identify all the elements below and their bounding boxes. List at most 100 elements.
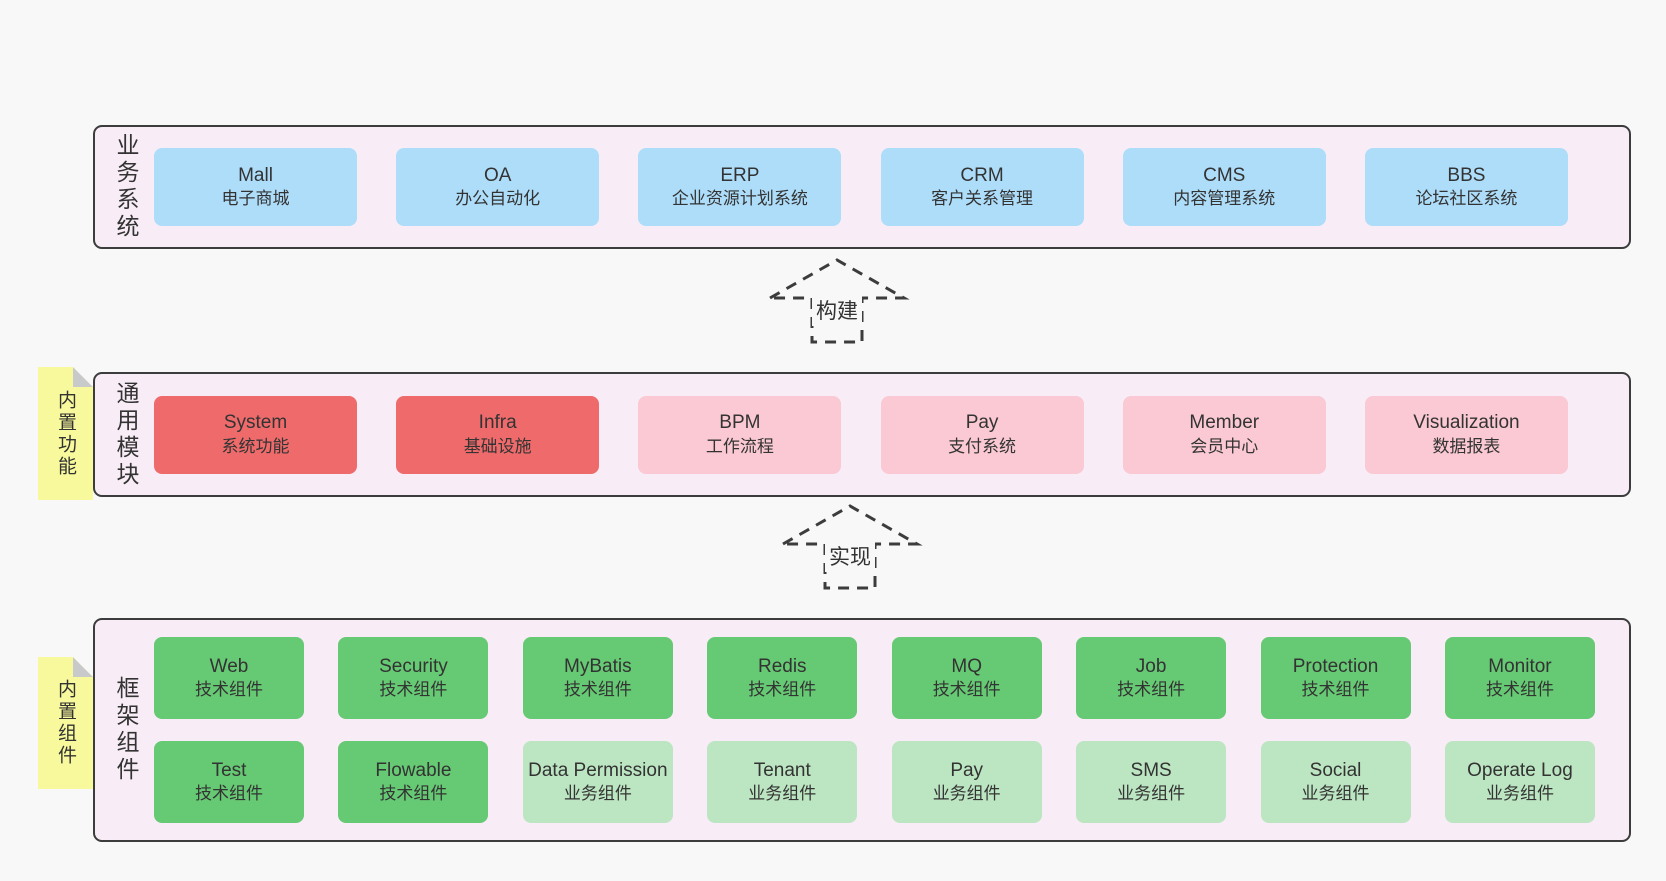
box-protection: Protection 技术组件 [1260, 637, 1411, 719]
box-visualization: Visualization 数据报表 [1364, 395, 1568, 474]
built-in-features-note: 内置功能 [38, 367, 93, 500]
box-title: BBS [1447, 164, 1486, 186]
common-modules-band: 通用模块 System 系统功能 Infra 基础设施 BPM 工作流程 Pay… [93, 372, 1631, 497]
box-subtitle: 业务组件 [1301, 784, 1370, 804]
box-subtitle: 电子商城 [221, 189, 290, 209]
business-systems-band: 业务系统 Mall 电子商城 OA 办公自动化 ERP 企业资源计划系统 CRM… [93, 125, 1631, 249]
box-title: MQ [951, 655, 982, 677]
box-subtitle: 论坛社区系统 [1415, 189, 1518, 209]
box-title: CMS [1203, 164, 1246, 186]
box-title: Data Permission [528, 759, 668, 781]
box-test: Test 技术组件 [154, 741, 304, 823]
box-subtitle: 技术组件 [932, 680, 1001, 700]
box-title: SMS [1130, 759, 1172, 781]
box-redis: Redis 技术组件 [707, 637, 858, 719]
box-erp: ERP 企业资源计划系统 [638, 148, 842, 226]
box-subtitle: 客户关系管理 [931, 189, 1034, 209]
box-subtitle: 数据报表 [1432, 436, 1501, 456]
box-subtitle: 技术组件 [195, 680, 263, 700]
box-subtitle: 内容管理系统 [1173, 189, 1276, 209]
box-flowable: Flowable 技术组件 [338, 741, 489, 823]
box-subtitle: 业务组件 [748, 784, 817, 804]
box-subtitle: 支付系统 [948, 436, 1017, 456]
build-arrow-label: 构建 [812, 294, 862, 326]
note-fold-corner-icon [73, 657, 93, 677]
box-subtitle: 技术组件 [563, 680, 632, 700]
built-in-components-note: 内置组件 [38, 657, 93, 789]
framework-row-1: Web 技术组件 Security 技术组件 MyBatis 技术组件 Redi… [154, 637, 1595, 719]
box-data-permission: Data Permission 业务组件 [522, 741, 673, 823]
box-cms: CMS 内容管理系统 [1122, 148, 1326, 226]
business-systems-boxes: Mall 电子商城 OA 办公自动化 ERP 企业资源计划系统 CRM 客户关系… [154, 127, 1568, 247]
box-subtitle: 办公自动化 [455, 189, 541, 209]
box-monitor: Monitor 技术组件 [1444, 637, 1595, 719]
note-text: 内置组件 [55, 679, 76, 767]
box-title: Web [209, 655, 249, 677]
box-title: Protection [1292, 655, 1379, 677]
box-title: Visualization [1413, 412, 1520, 434]
box-subtitle: 会员中心 [1190, 436, 1259, 456]
box-tenant: Tenant 业务组件 [707, 741, 858, 823]
box-subtitle: 技术组件 [1117, 680, 1186, 700]
box-oa: OA 办公自动化 [396, 148, 600, 226]
box-title: OA [483, 164, 512, 186]
box-pay-biz: Pay 业务组件 [891, 741, 1042, 823]
box-title: Infra [478, 412, 517, 434]
box-subtitle: 业务组件 [1485, 784, 1554, 804]
note-text: 内置功能 [55, 389, 76, 478]
framework-row-2: Test 技术组件 Flowable 技术组件 Data Permission … [154, 741, 1595, 823]
box-title: Operate Log [1467, 759, 1573, 781]
box-subtitle: 业务组件 [932, 784, 1001, 804]
box-subtitle: 技术组件 [195, 784, 263, 804]
box-title: Flowable [375, 759, 452, 781]
box-bbs: BBS 论坛社区系统 [1364, 148, 1568, 226]
common-modules-boxes: System 系统功能 Infra 基础设施 BPM 工作流程 Pay 支付系统… [154, 374, 1568, 495]
box-title: Job [1135, 655, 1167, 677]
framework-components-band: 框架组件 Web 技术组件 Security 技术组件 MyBatis 技术组件… [93, 618, 1631, 842]
box-job: Job 技术组件 [1076, 637, 1227, 719]
box-subtitle: 系统功能 [221, 436, 290, 456]
box-title: System [223, 412, 288, 434]
box-mq: MQ 技术组件 [891, 637, 1042, 719]
box-crm: CRM 客户关系管理 [880, 148, 1084, 226]
build-arrow: 构建 [762, 254, 912, 346]
box-title: Social [1309, 759, 1362, 781]
implement-arrow-label: 实现 [825, 540, 875, 572]
box-subtitle: 业务组件 [1117, 784, 1186, 804]
box-title: Member [1189, 412, 1260, 434]
box-subtitle: 业务组件 [563, 784, 632, 804]
box-title: MyBatis [564, 655, 632, 677]
box-social: Social 业务组件 [1260, 741, 1411, 823]
box-subtitle: 技术组件 [1301, 680, 1370, 700]
box-mall: Mall 电子商城 [154, 148, 357, 226]
implement-arrow: 实现 [775, 500, 925, 592]
box-title: ERP [720, 164, 760, 186]
box-bpm: BPM 工作流程 [638, 395, 842, 474]
box-title: Redis [757, 655, 807, 677]
box-title: Mall [238, 164, 273, 186]
box-subtitle: 企业资源计划系统 [671, 189, 808, 209]
box-security: Security 技术组件 [338, 637, 489, 719]
box-mybatis: MyBatis 技术组件 [522, 637, 673, 719]
framework-components-boxes: Web 技术组件 Security 技术组件 MyBatis 技术组件 Redi… [154, 620, 1595, 840]
box-title: Pay [950, 759, 984, 781]
box-system: System 系统功能 [154, 395, 357, 474]
box-subtitle: 技术组件 [1485, 680, 1554, 700]
box-web: Web 技术组件 [154, 637, 304, 719]
band-label-business-systems: 业务系统 [113, 133, 139, 241]
box-subtitle: 工作流程 [705, 436, 774, 456]
band-label-framework-components: 框架组件 [113, 676, 139, 784]
box-title: Security [379, 655, 448, 677]
box-subtitle: 基础设施 [463, 436, 532, 456]
box-infra: Infra 基础设施 [396, 395, 600, 474]
note-fold-corner-icon [73, 367, 93, 387]
box-subtitle: 技术组件 [379, 784, 448, 804]
box-title: Tenant [753, 759, 811, 781]
box-title: BPM [719, 412, 761, 434]
box-pay: Pay 支付系统 [880, 395, 1084, 474]
box-operate-log: Operate Log 业务组件 [1444, 741, 1595, 823]
box-member: Member 会员中心 [1122, 395, 1326, 474]
box-title: Test [211, 759, 247, 781]
box-title: Monitor [1488, 655, 1552, 677]
